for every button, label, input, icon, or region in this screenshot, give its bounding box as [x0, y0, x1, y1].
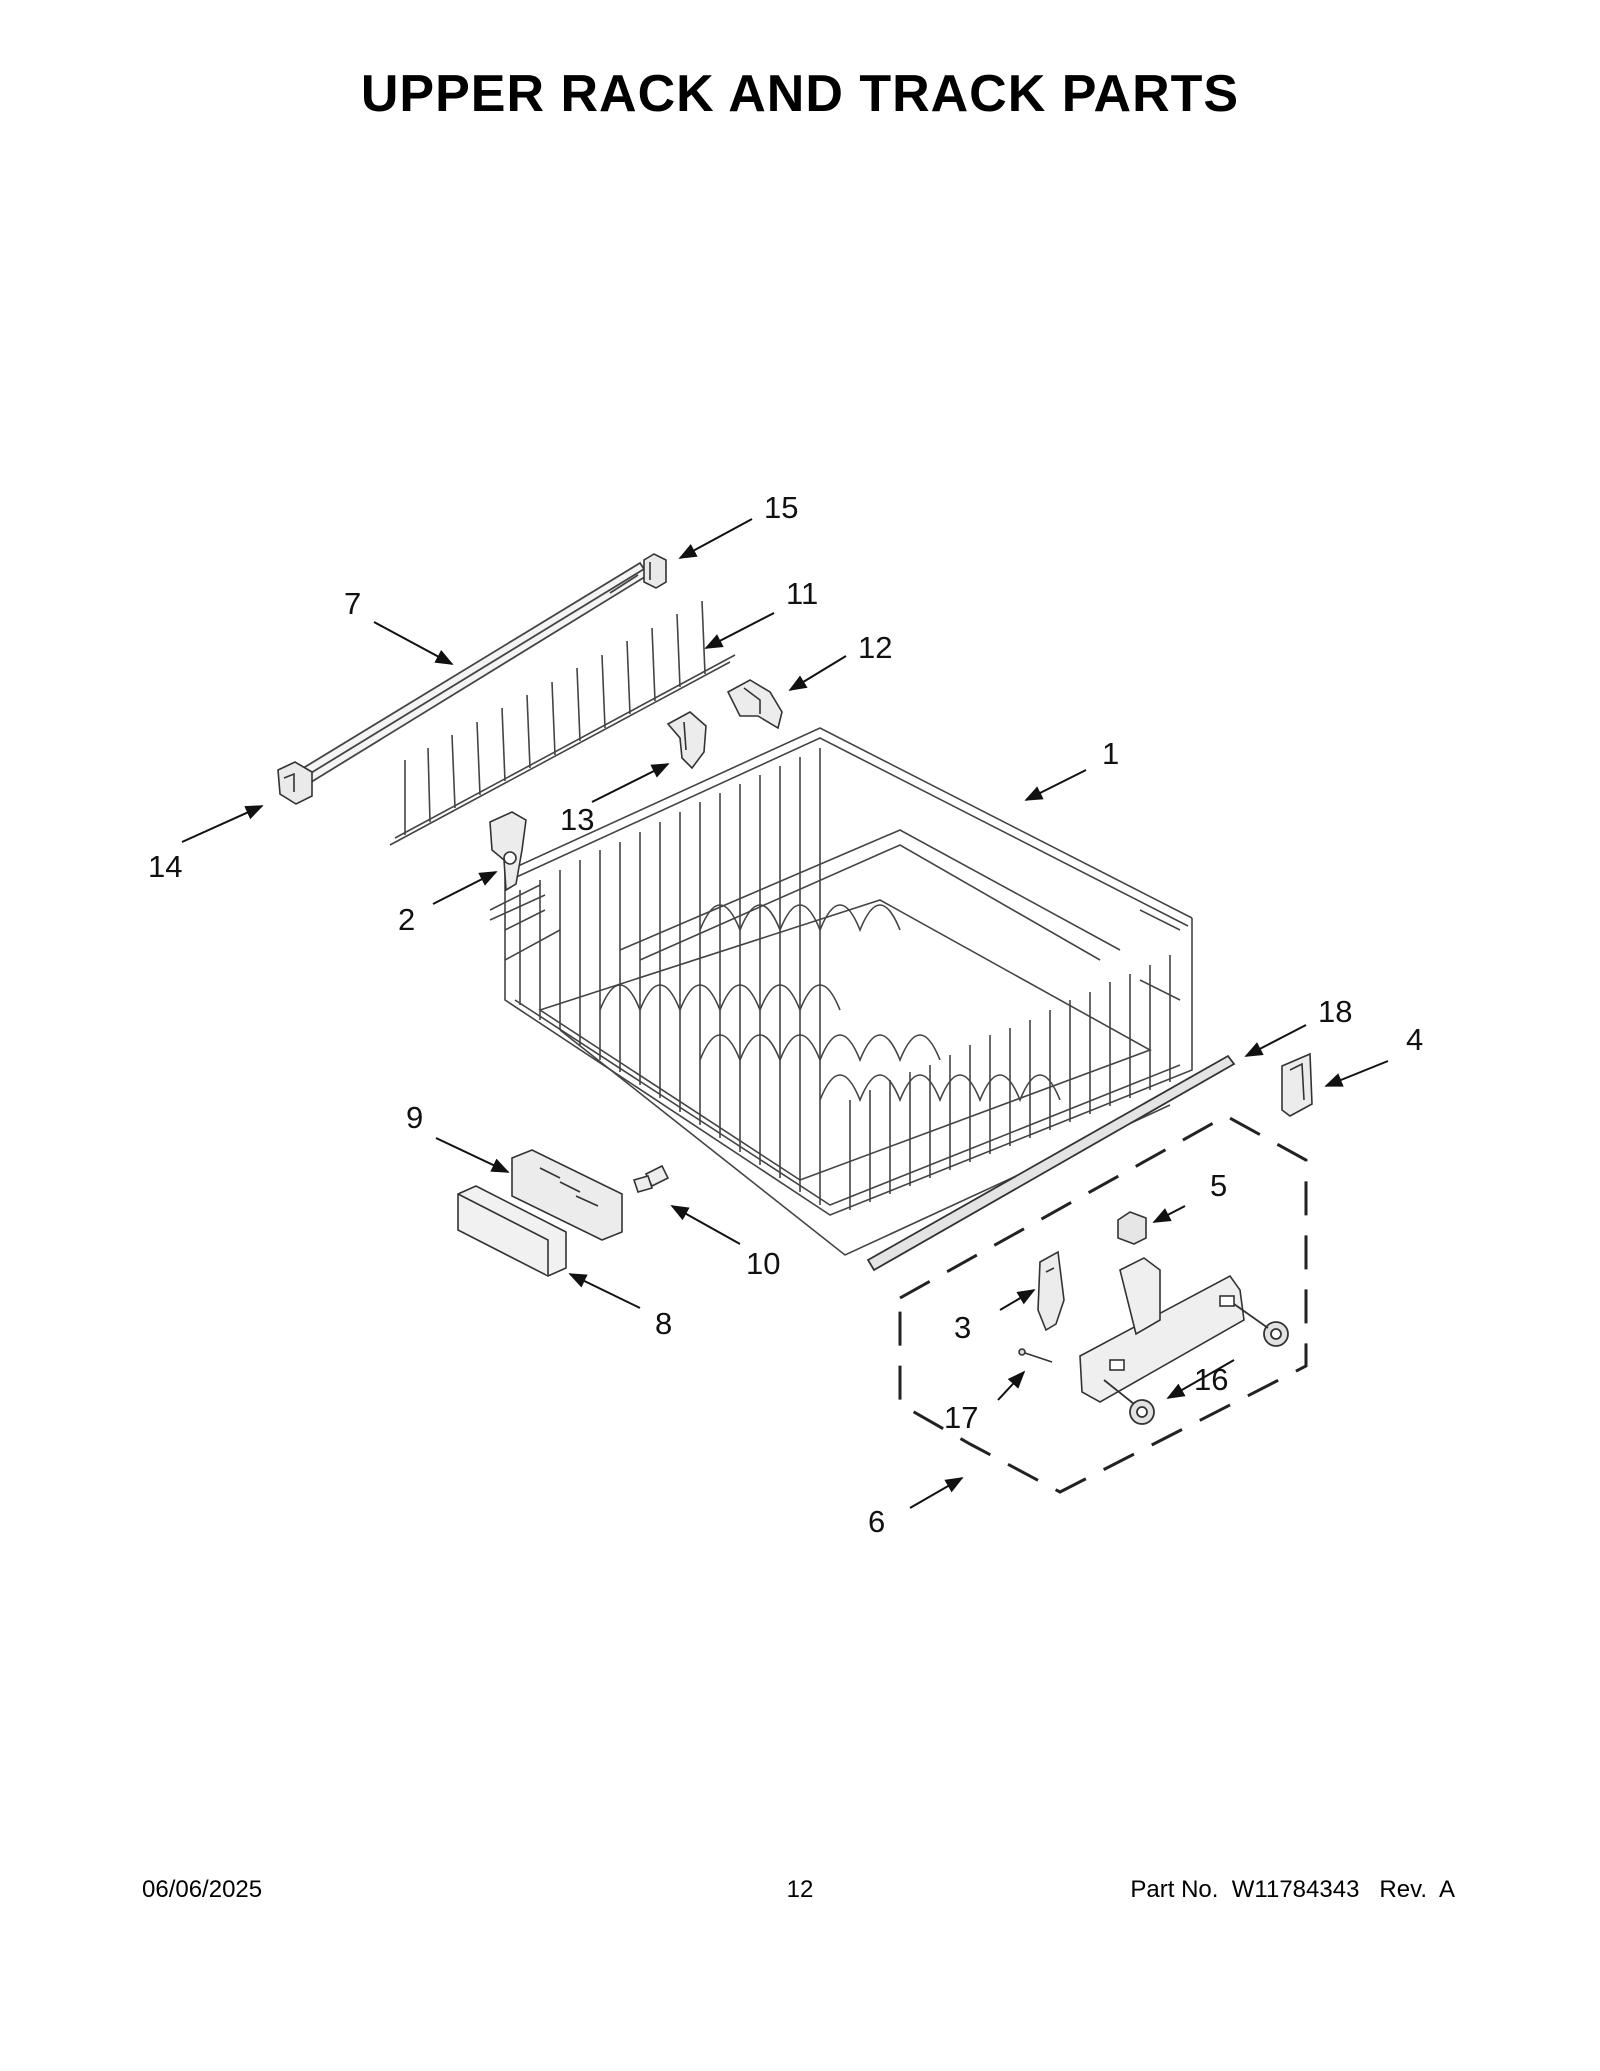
slide-5-drawing — [1117, 1211, 1147, 1245]
callout-label-2: 2 — [398, 902, 415, 937]
callout-label-6: 6 — [868, 1504, 885, 1539]
callout-label-4: 4 — [1406, 1022, 1423, 1057]
callout-label-3: 3 — [954, 1310, 971, 1345]
callout-label-9: 9 — [406, 1100, 423, 1135]
gasket-strip-drawing — [866, 1054, 1236, 1272]
footer-date: 06/06/2025 — [142, 1876, 263, 1903]
track-end-cap-drawing — [277, 761, 313, 805]
upper-rack-drawing — [489, 727, 1193, 1256]
adjuster-assembly-outline — [898, 1114, 1308, 1494]
callout-label-10: 10 — [746, 1246, 780, 1281]
screw-drawing — [632, 1164, 670, 1193]
wheels-16-drawing — [1103, 1303, 1289, 1425]
callout-label-13: 13 — [560, 802, 594, 837]
page-title: UPPER RACK AND TRACK PARTS — [360, 65, 1240, 123]
callout-labels: 1 2 3 4 5 6 7 8 9 10 11 12 13 14 15 16 1… — [148, 490, 1423, 1539]
adjuster-housing-drawing — [1079, 1257, 1245, 1403]
footer-part-info: Part No. W11784343 Rev. A — [1130, 1876, 1455, 1903]
callout-label-17: 17 — [944, 1400, 978, 1435]
hinge-2-drawing — [489, 811, 527, 892]
clip-12-drawing — [726, 679, 783, 730]
pin-17-drawing — [1018, 1348, 1053, 1363]
cup-shelf-drawing — [389, 600, 736, 846]
callout-label-16: 16 — [1194, 1362, 1228, 1397]
callout-label-8: 8 — [655, 1306, 672, 1341]
lever-3-drawing — [1037, 1250, 1065, 1332]
callout-label-5: 5 — [1210, 1168, 1227, 1203]
clip-13-drawing — [666, 711, 707, 770]
callout-arrows — [181, 518, 1389, 1509]
callout-label-7: 7 — [344, 586, 361, 621]
callout-label-1: 1 — [1102, 736, 1119, 771]
callout-label-18: 18 — [1318, 994, 1352, 1029]
footer-page-number: 12 — [786, 1876, 814, 1903]
end-bracket-drawing — [1281, 1052, 1313, 1117]
callout-label-11: 11 — [786, 576, 818, 611]
track-cover-drawing — [457, 1185, 567, 1277]
callout-label-12: 12 — [858, 630, 892, 665]
callout-label-15: 15 — [764, 490, 798, 525]
track-support-drawing — [511, 1149, 623, 1241]
callout-label-14: 14 — [148, 849, 182, 884]
track-stop-drawing — [643, 553, 667, 589]
